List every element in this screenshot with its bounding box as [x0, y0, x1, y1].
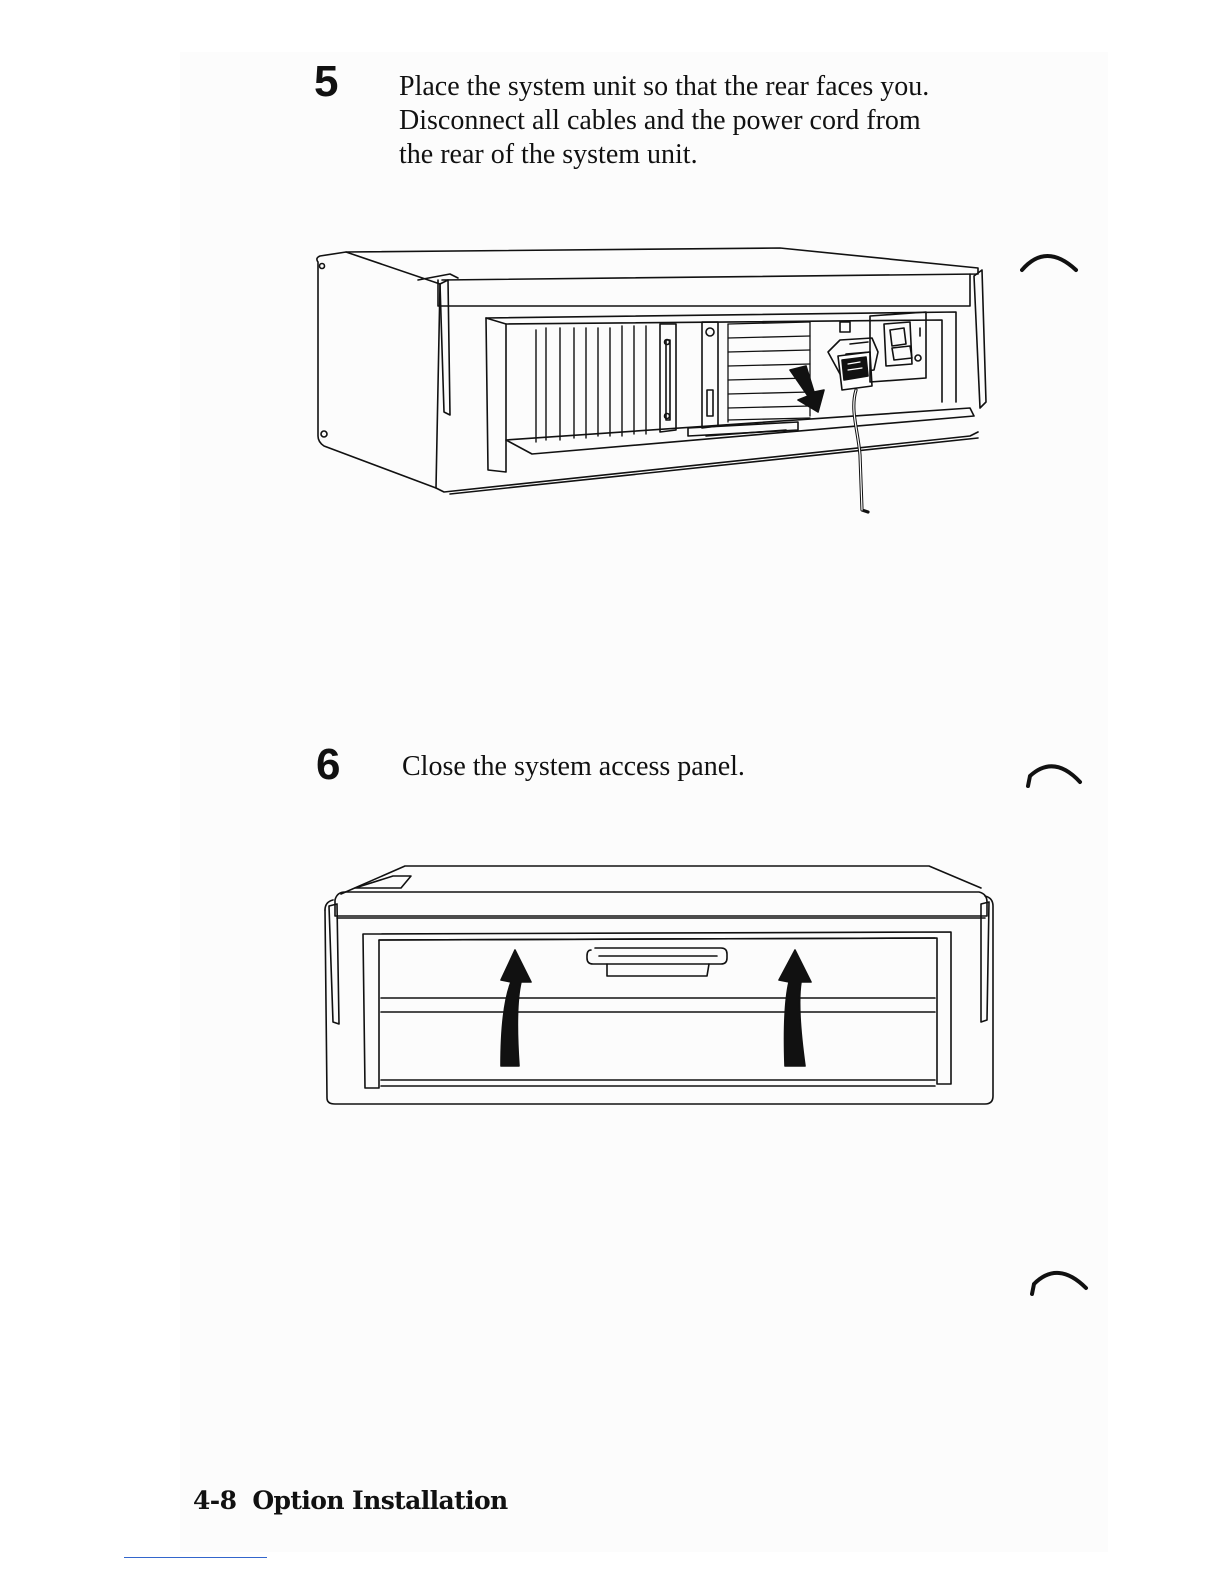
page-footer: 4-8 Option Installation — [193, 1486, 508, 1515]
access-panel-closing-illustration — [315, 858, 1005, 1110]
page-tab-mark-1 — [1020, 246, 1080, 281]
step-5-line-3: the rear of the system unit. — [399, 138, 929, 172]
page-tab-mark-2 — [1024, 756, 1084, 797]
step-6-line-1: Close the system access panel. — [402, 750, 745, 784]
step-5-instructions: Place the system unit so that the rear f… — [399, 70, 929, 172]
bottom-rule — [124, 1557, 267, 1558]
step-6-number: 6 — [316, 743, 340, 787]
system-unit-rear-illustration — [310, 240, 1000, 520]
footer-section-title: Option Installation — [252, 1486, 507, 1515]
step-6-instructions: Close the system access panel. — [402, 750, 745, 784]
step-5-number: 5 — [314, 60, 338, 104]
step-5-line-1: Place the system unit so that the rear f… — [399, 70, 929, 104]
page-tab-mark-3 — [1030, 1264, 1090, 1305]
step-5-line-2: Disconnect all cables and the power cord… — [399, 104, 929, 138]
footer-page-number: 4-8 — [193, 1486, 236, 1515]
